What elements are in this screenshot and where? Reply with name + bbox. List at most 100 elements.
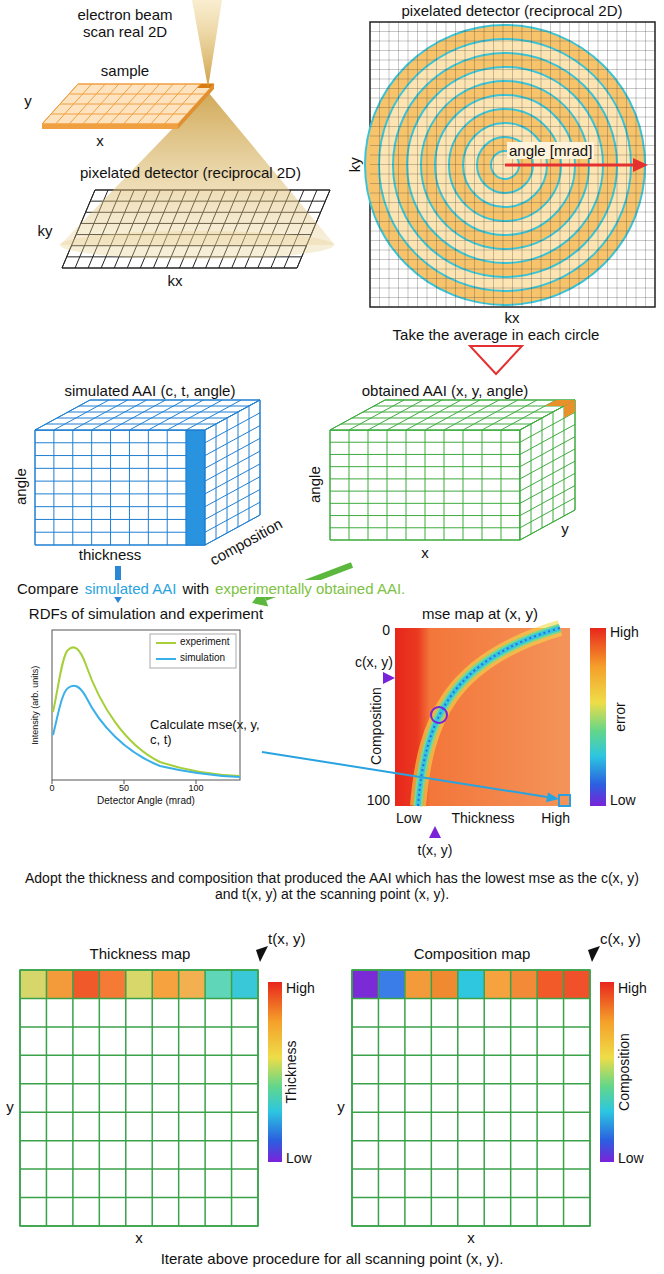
axis-label: x xyxy=(421,544,429,561)
axis-label: y xyxy=(6,1098,14,1115)
map-pixel xyxy=(99,970,125,998)
axis-label: thickness xyxy=(79,546,142,563)
sample-edge xyxy=(178,84,214,129)
label: pixelated detector (reciprocal 2D) xyxy=(402,2,623,19)
note: Compare xyxy=(15,580,81,597)
tick-label: 100 xyxy=(367,792,390,808)
sample-grid-grid xyxy=(42,84,214,124)
axis-label: x xyxy=(96,132,104,149)
map-grid xyxy=(20,970,258,1226)
axis-label: angle xyxy=(11,469,28,506)
panel: Composition map xyxy=(332,943,662,1243)
map-pixel xyxy=(458,970,484,998)
label: angle [mrad] xyxy=(507,142,594,159)
map-pixel xyxy=(46,970,72,998)
pointer xyxy=(256,946,268,962)
axis-title: Composition xyxy=(368,687,384,765)
panel-title: mse map at (x, y) xyxy=(422,605,538,622)
cone-base xyxy=(60,231,334,259)
axis-label: y xyxy=(24,92,32,109)
axis-label: ky xyxy=(345,158,362,173)
down-triangle xyxy=(470,346,522,374)
sample-edge xyxy=(42,124,178,129)
selected-cell xyxy=(559,795,570,806)
colorbar-label: High xyxy=(286,980,315,996)
map-pixel xyxy=(232,970,258,998)
map-pixel xyxy=(405,970,431,998)
panel-title: simulated AAI (c, t, angle) xyxy=(65,382,236,399)
pixel-column xyxy=(564,400,575,418)
sim-front-grid xyxy=(35,430,205,545)
legend-box xyxy=(150,634,236,668)
minimum-marker xyxy=(431,707,447,723)
integration-ring xyxy=(365,25,645,305)
map-pixel xyxy=(378,970,404,998)
axis-label: kx xyxy=(505,309,520,326)
tick-label: 50 xyxy=(119,783,129,793)
leader-arrowhead xyxy=(546,793,559,803)
pointer-label: c(x, y) xyxy=(355,654,393,670)
note: simulated AAI xyxy=(83,580,179,597)
tick-label: High xyxy=(541,810,570,826)
colorbar-label: High xyxy=(610,624,639,640)
map-colorbar xyxy=(268,982,282,1162)
colorbar-label: Low xyxy=(610,792,636,808)
map-grid xyxy=(352,970,590,1226)
beam-label: electron beam scan real 2D xyxy=(68,6,183,41)
note: Calculate mse(x, y, c, t) xyxy=(150,718,260,748)
map-pixel xyxy=(564,970,590,998)
panel: Thickness map xyxy=(2,943,302,1243)
panel-title: obtained AAI (x, y, angle) xyxy=(362,382,529,399)
axis-label: angle xyxy=(305,467,322,504)
colorbar-label: error xyxy=(612,702,628,732)
pointer xyxy=(383,672,395,684)
obt-side xyxy=(520,400,575,540)
axis-label: y xyxy=(337,1098,345,1115)
colorbar-label: Low xyxy=(286,1150,312,1166)
map-pixel xyxy=(352,970,378,998)
map-pixel xyxy=(73,970,99,998)
angle-arrow xyxy=(505,164,634,167)
plot-frame xyxy=(52,630,240,780)
mse-map xyxy=(395,628,570,806)
sample-grid xyxy=(42,84,214,124)
beam-spot xyxy=(197,84,214,88)
obt-front xyxy=(330,430,520,540)
legend-line xyxy=(156,642,176,644)
detector-pixels xyxy=(370,22,655,307)
colorbar-label: Composition xyxy=(616,1033,632,1111)
angle-arrowhead xyxy=(633,158,648,172)
tick-label: Low xyxy=(396,810,422,826)
panel-title: Thickness map xyxy=(90,945,191,962)
tick-label: 0 xyxy=(382,622,390,638)
label: sample xyxy=(101,62,149,79)
axis-title: Detector Angle (mrad) xyxy=(97,795,195,807)
axis-title: Intensity (arb. units) xyxy=(31,665,41,744)
pointer xyxy=(429,826,441,838)
note: experimentally obtained AAI. xyxy=(213,580,407,597)
pointer-label: c(x, y) xyxy=(600,930,641,947)
electron-beam xyxy=(192,0,222,88)
note: Iterate above procedure for all scanning… xyxy=(161,1250,504,1267)
sim-side-grid xyxy=(205,400,260,545)
map-pixel xyxy=(537,970,563,998)
note: Adopt the thickness and composition that… xyxy=(12,870,652,902)
legend-text: simulation xyxy=(180,652,225,664)
panel-title: Composition map xyxy=(414,945,531,962)
axis-label: y xyxy=(561,520,569,537)
axis-label: x xyxy=(467,1229,475,1246)
sim-side xyxy=(205,400,260,545)
note: with xyxy=(180,580,211,597)
obt-side-grid xyxy=(520,400,575,540)
axis-label: x xyxy=(135,1229,143,1246)
map-pixel xyxy=(126,970,152,998)
map-pixel xyxy=(205,970,231,998)
map-colorbar xyxy=(600,982,614,1162)
obt-front-grid xyxy=(330,430,520,540)
map-pixel xyxy=(20,970,46,998)
pointer-label: t(x, y) xyxy=(268,930,306,947)
pointer xyxy=(588,946,600,962)
